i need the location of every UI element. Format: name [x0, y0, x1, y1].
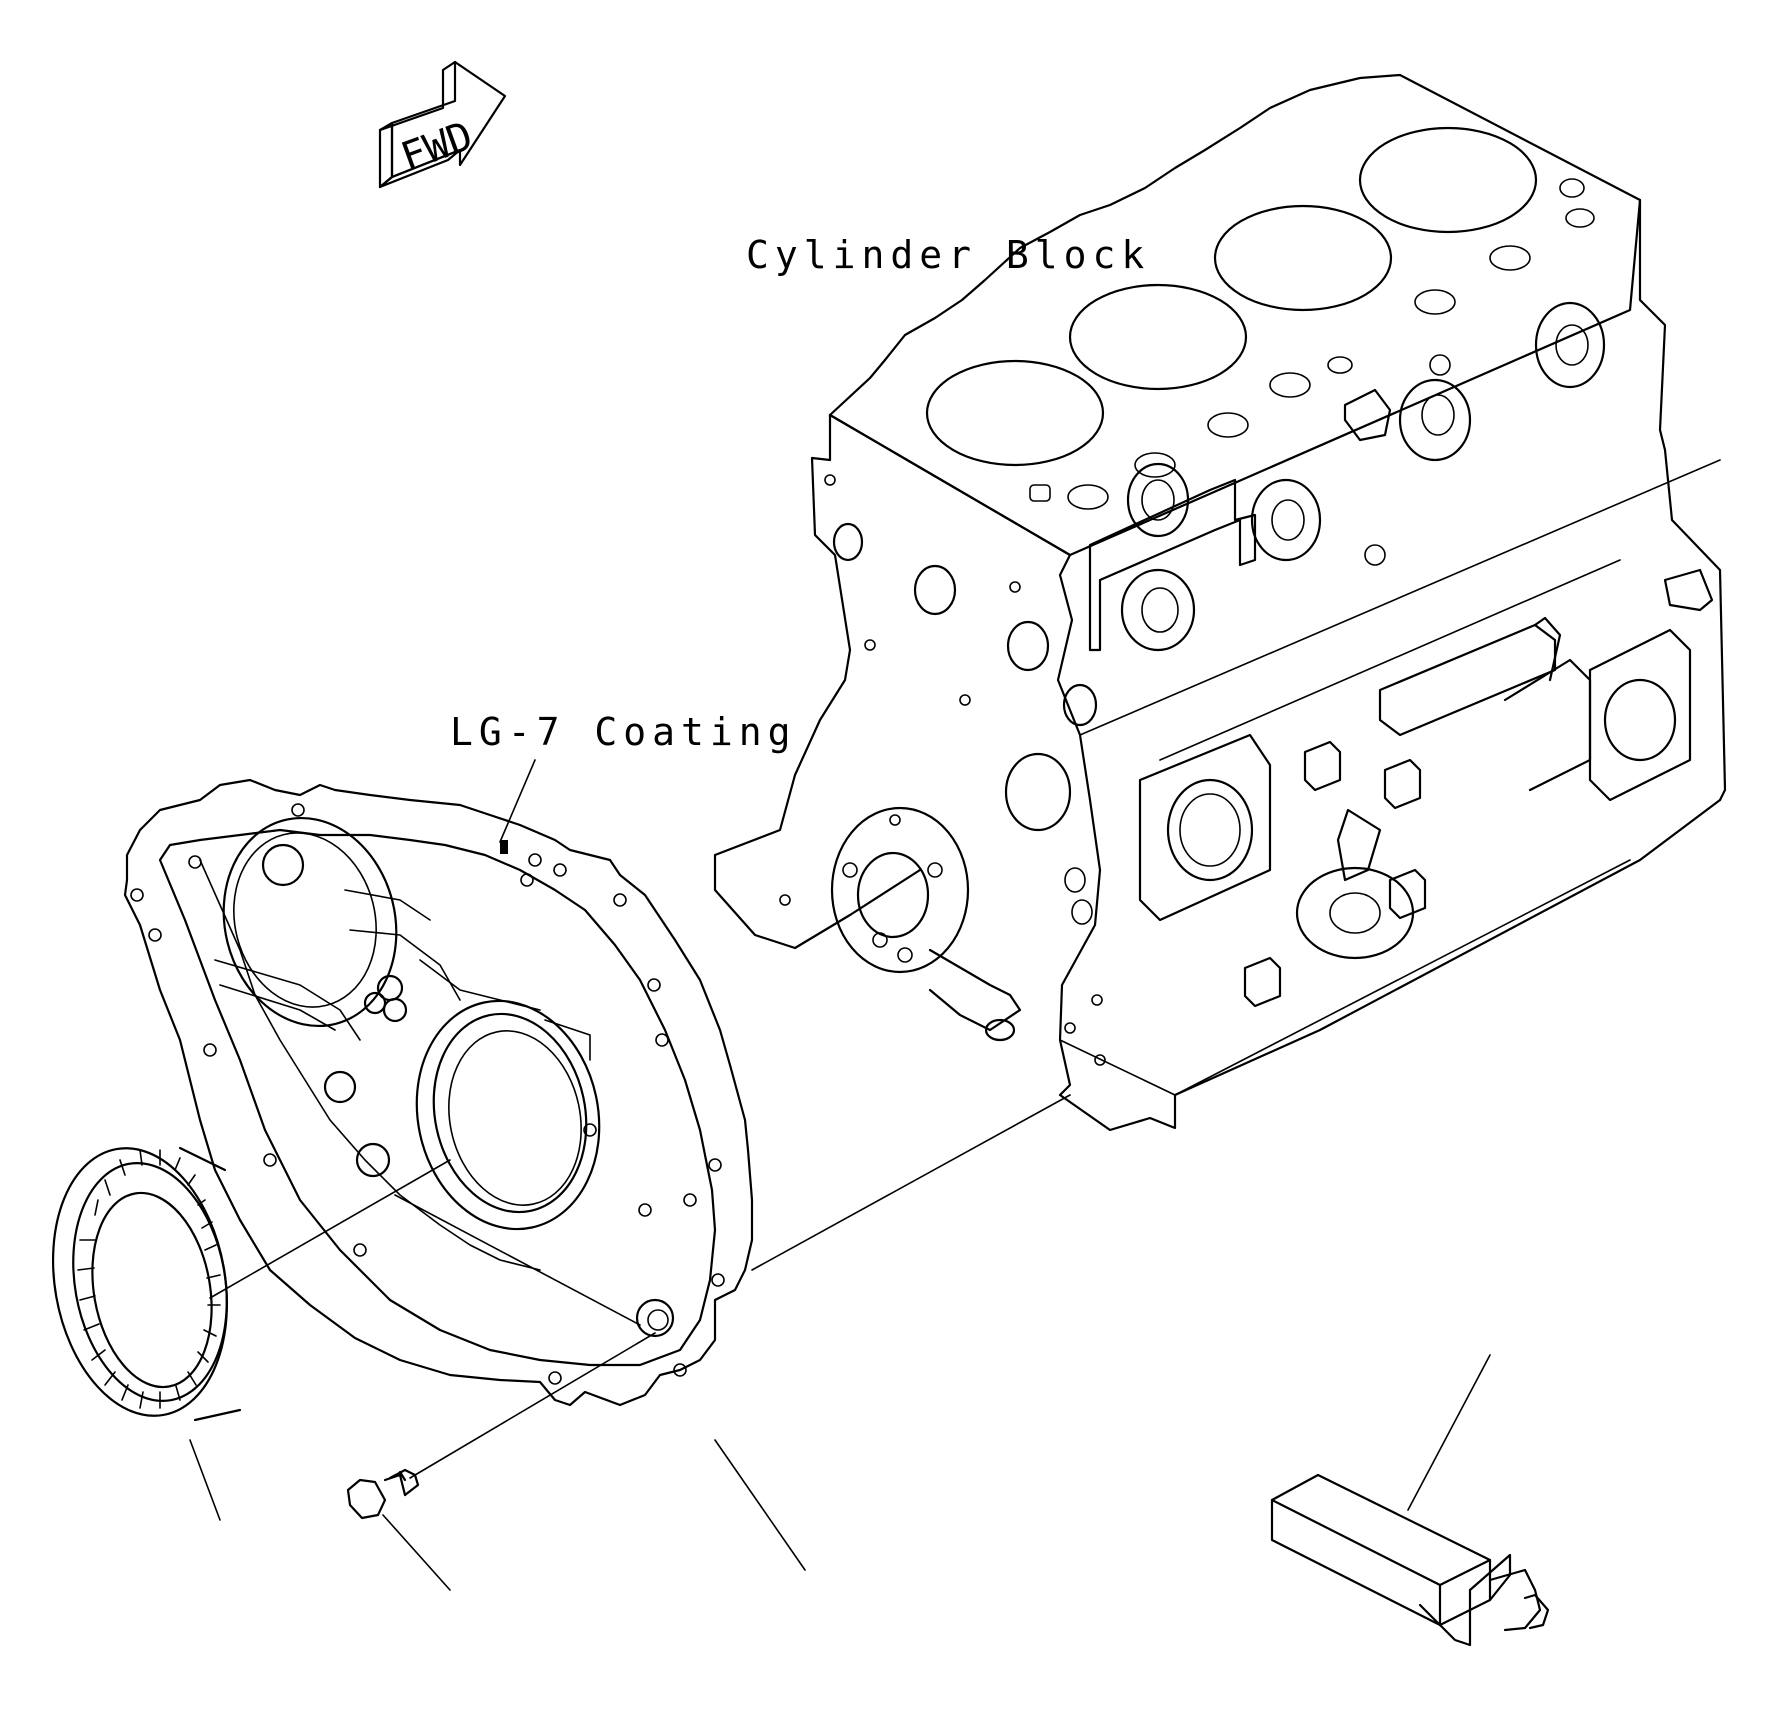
lg7-coating-label: LG-7 Coating	[450, 710, 797, 754]
cylinder-block-label: Cylinder Block	[746, 233, 1150, 277]
fwd-arrow-icon: FWD	[378, 60, 507, 189]
oil-seal	[51, 1146, 242, 1422]
flywheel-housing	[123, 778, 754, 1407]
coating-marker	[500, 840, 508, 854]
installation-tool	[1270, 1473, 1550, 1647]
leader-lines	[189, 759, 1491, 1591]
mounting-bolt	[346, 1468, 420, 1520]
cylinder-block	[713, 73, 1727, 1132]
